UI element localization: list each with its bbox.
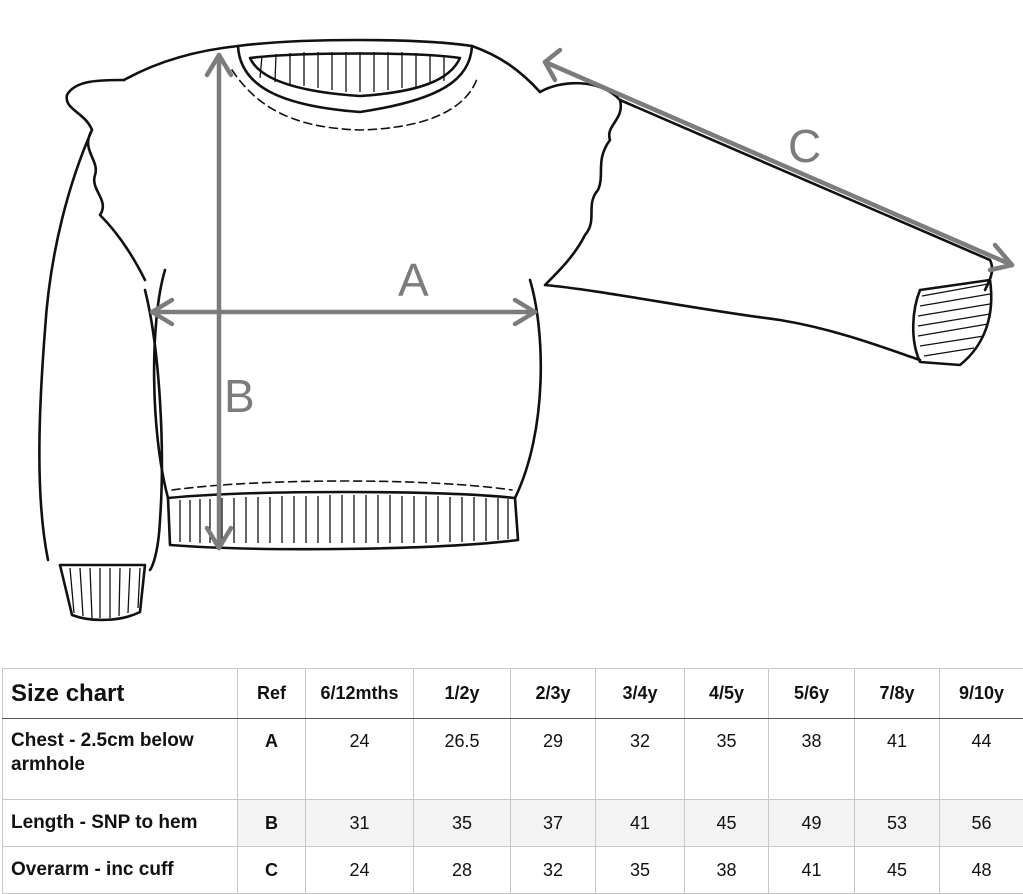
size-header: 3/4y	[596, 669, 685, 719]
measurement-value: 24	[306, 719, 414, 800]
right-sleeve-outline	[540, 83, 992, 360]
measurement-value: 35	[596, 847, 685, 894]
measurement-ref: A	[238, 719, 306, 800]
measurement-value: 44	[940, 719, 1023, 800]
size-header: 4/5y	[685, 669, 769, 719]
measurement-value: 24	[306, 847, 414, 894]
sweater-body-outline	[124, 46, 541, 498]
measurement-ref: C	[238, 847, 306, 894]
measurement-label: Chest - 2.5cm below armhole	[3, 719, 238, 800]
sweater-technical-drawing: A B C	[0, 0, 1023, 660]
size-header: 9/10y	[940, 669, 1023, 719]
measurement-ref: B	[238, 800, 306, 847]
measurement-value: 45	[685, 800, 769, 847]
size-header: 7/8y	[855, 669, 940, 719]
table-row: Chest - 2.5cm below armhole A 24 26.5 29…	[3, 719, 1023, 800]
measure-label-b: B	[224, 370, 255, 422]
measure-line-c	[545, 62, 1012, 265]
measurement-label: Overarm - inc cuff	[3, 847, 238, 894]
measure-label-a: A	[398, 254, 429, 306]
measurement-value: 41	[855, 719, 940, 800]
measurement-value: 35	[414, 800, 511, 847]
measurement-value: 37	[511, 800, 596, 847]
table-row: Length - SNP to hem B 31 35 37 41 45 49 …	[3, 800, 1023, 847]
measurement-value: 49	[769, 800, 855, 847]
measurement-value: 53	[855, 800, 940, 847]
measurement-value: 48	[940, 847, 1023, 894]
table-title: Size chart	[3, 669, 238, 719]
size-header: 5/6y	[769, 669, 855, 719]
measurement-value: 38	[685, 847, 769, 894]
size-header: 2/3y	[511, 669, 596, 719]
size-header: 1/2y	[414, 669, 511, 719]
measurement-label: Length - SNP to hem	[3, 800, 238, 847]
measurement-value: 38	[769, 719, 855, 800]
measurement-value: 41	[596, 800, 685, 847]
ref-header: Ref	[238, 669, 306, 719]
table-row: Overarm - inc cuff C 24 28 32 35 38 41 4…	[3, 847, 1023, 894]
measurement-value: 26.5	[414, 719, 511, 800]
measurement-value: 28	[414, 847, 511, 894]
table-header-row: Size chart Ref 6/12mths 1/2y 2/3y 3/4y 4…	[3, 669, 1023, 719]
neckline-outer	[238, 40, 472, 112]
measure-label-c: C	[788, 120, 821, 172]
measurement-value: 31	[306, 800, 414, 847]
measurement-value: 32	[511, 847, 596, 894]
size-header: 6/12mths	[306, 669, 414, 719]
right-cuff	[913, 280, 991, 365]
measurement-value: 29	[511, 719, 596, 800]
size-chart-table: Size chart Ref 6/12mths 1/2y 2/3y 3/4y 4…	[2, 668, 1023, 894]
left-sleeve-outline	[39, 80, 162, 570]
measurement-value: 41	[769, 847, 855, 894]
measurement-value: 32	[596, 719, 685, 800]
measurement-value: 45	[855, 847, 940, 894]
measurement-value: 56	[940, 800, 1023, 847]
measurement-value: 35	[685, 719, 769, 800]
